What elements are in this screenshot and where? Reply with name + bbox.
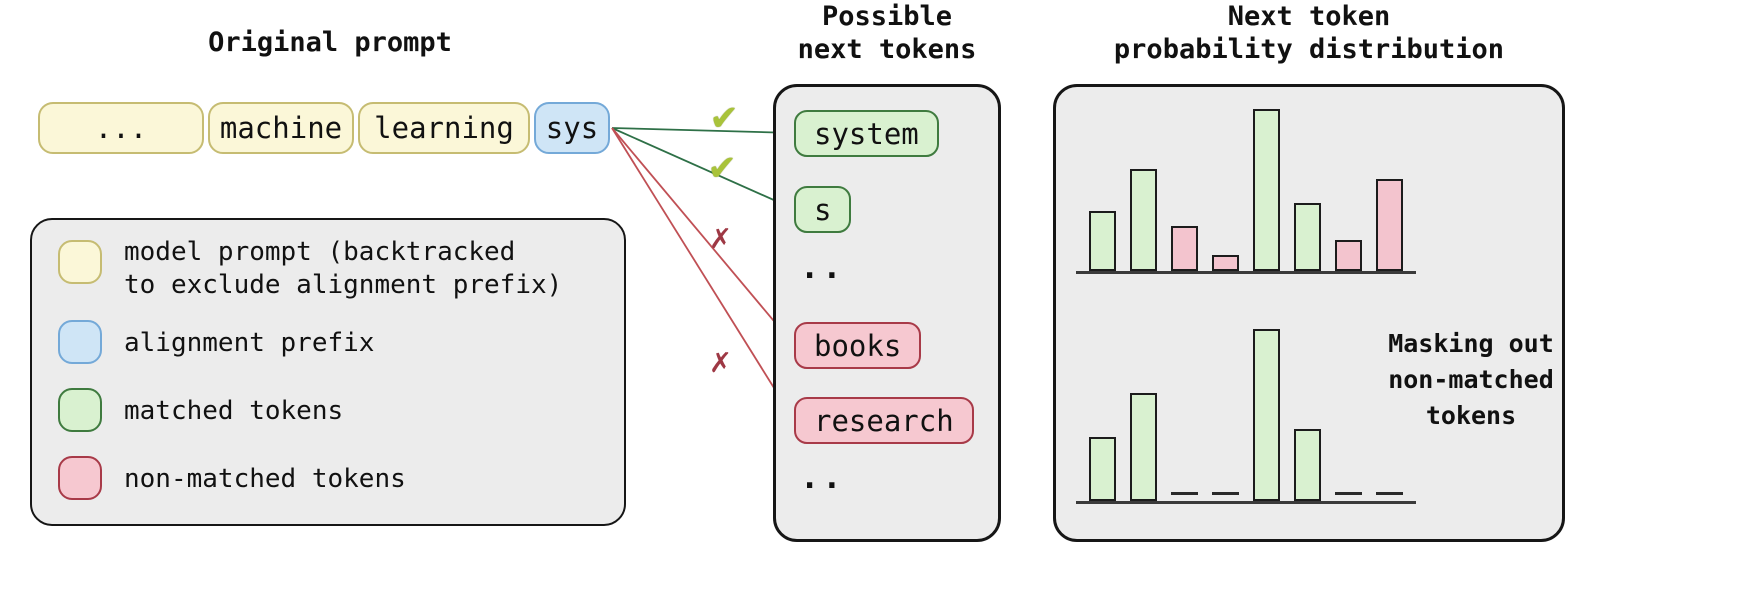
bottom-chart-bar-5 [1253,329,1280,501]
prompt-token-4: sys [534,102,610,154]
prompt-token-3: learning [358,102,530,154]
legend: model prompt (backtracked to exclude ali… [30,218,626,526]
legend-label-matched: matched tokens [124,396,344,426]
top-chart-bar-7 [1335,240,1362,271]
distribution-title-line1: Next token [1227,1,1391,32]
original-prompt-title: Original prompt [208,27,452,58]
top-chart-bar-8 [1376,179,1403,271]
legend-swatch-matched [58,388,102,432]
matched-check-icon: ✔ [712,93,737,139]
next-tokens-box [773,84,1001,542]
sys-to-token-line-4 [611,127,795,421]
bottom-chart-bar-2 [1130,393,1157,501]
nonmatched-cross-icon: ✗ [710,217,731,257]
legend-label-prompt: model prompt (backtracked to exclude ali… [124,237,563,300]
masking-label-line3: tokens [1425,401,1517,430]
next-token-s: s [794,186,852,233]
matched-check-icon: ✔ [710,143,735,189]
sys-to-token-line-1 [611,127,795,134]
sys-to-token-line-2 [611,127,795,210]
prompt-token-2: machine [208,102,354,154]
possible-next-tokens-title-line2: next tokens [797,34,977,65]
bottom-chart-baseline [1076,501,1416,504]
masking-label-line1: Masking out [1388,329,1554,358]
next-token-research: research [794,397,974,444]
distribution-title: Next token probability distribution [1053,0,1565,66]
bottom-chart-masked-slot [1171,492,1198,495]
next-token-system: system [794,110,939,157]
top-chart-bar-6 [1294,203,1321,271]
next-token-ellipsis: .. [800,458,845,496]
nonmatched-cross-icon: ✗ [710,341,731,381]
top-chart-bar-2 [1130,169,1157,271]
top-chart-bar-1 [1089,211,1116,271]
next-token-books: books [794,322,922,369]
top-chart-bar-3 [1171,226,1198,271]
bottom-chart-bar-1 [1089,437,1116,501]
masking-label: Masking out non-matched tokens [1385,326,1557,434]
legend-swatch-prompt [58,240,102,284]
sys-to-token-line-3 [611,127,795,346]
legend-label-nonmatched: non-matched tokens [124,464,406,494]
bottom-chart-masked-slot [1212,492,1239,495]
possible-next-tokens-title-line1: Possible [821,1,953,32]
possible-next-tokens-title: Possible next tokens [773,0,1001,66]
top-chart-bar-5 [1253,109,1280,271]
legend-label-prefix: alignment prefix [124,328,375,358]
bottom-chart-masked-slot [1376,492,1403,495]
prompt-token-1: ... [38,102,204,154]
legend-swatch-nonmatched [58,456,102,500]
masking-label-line2: non-matched [1388,365,1554,394]
top-chart-bar-4 [1212,255,1239,271]
bottom-chart-bar-6 [1294,429,1321,501]
top-chart-baseline [1076,271,1416,274]
distribution-title-line2: probability distribution [1113,34,1505,65]
next-token-ellipsis: .. [800,248,845,286]
bottom-chart-masked-slot [1335,492,1362,495]
legend-swatch-prefix [58,320,102,364]
